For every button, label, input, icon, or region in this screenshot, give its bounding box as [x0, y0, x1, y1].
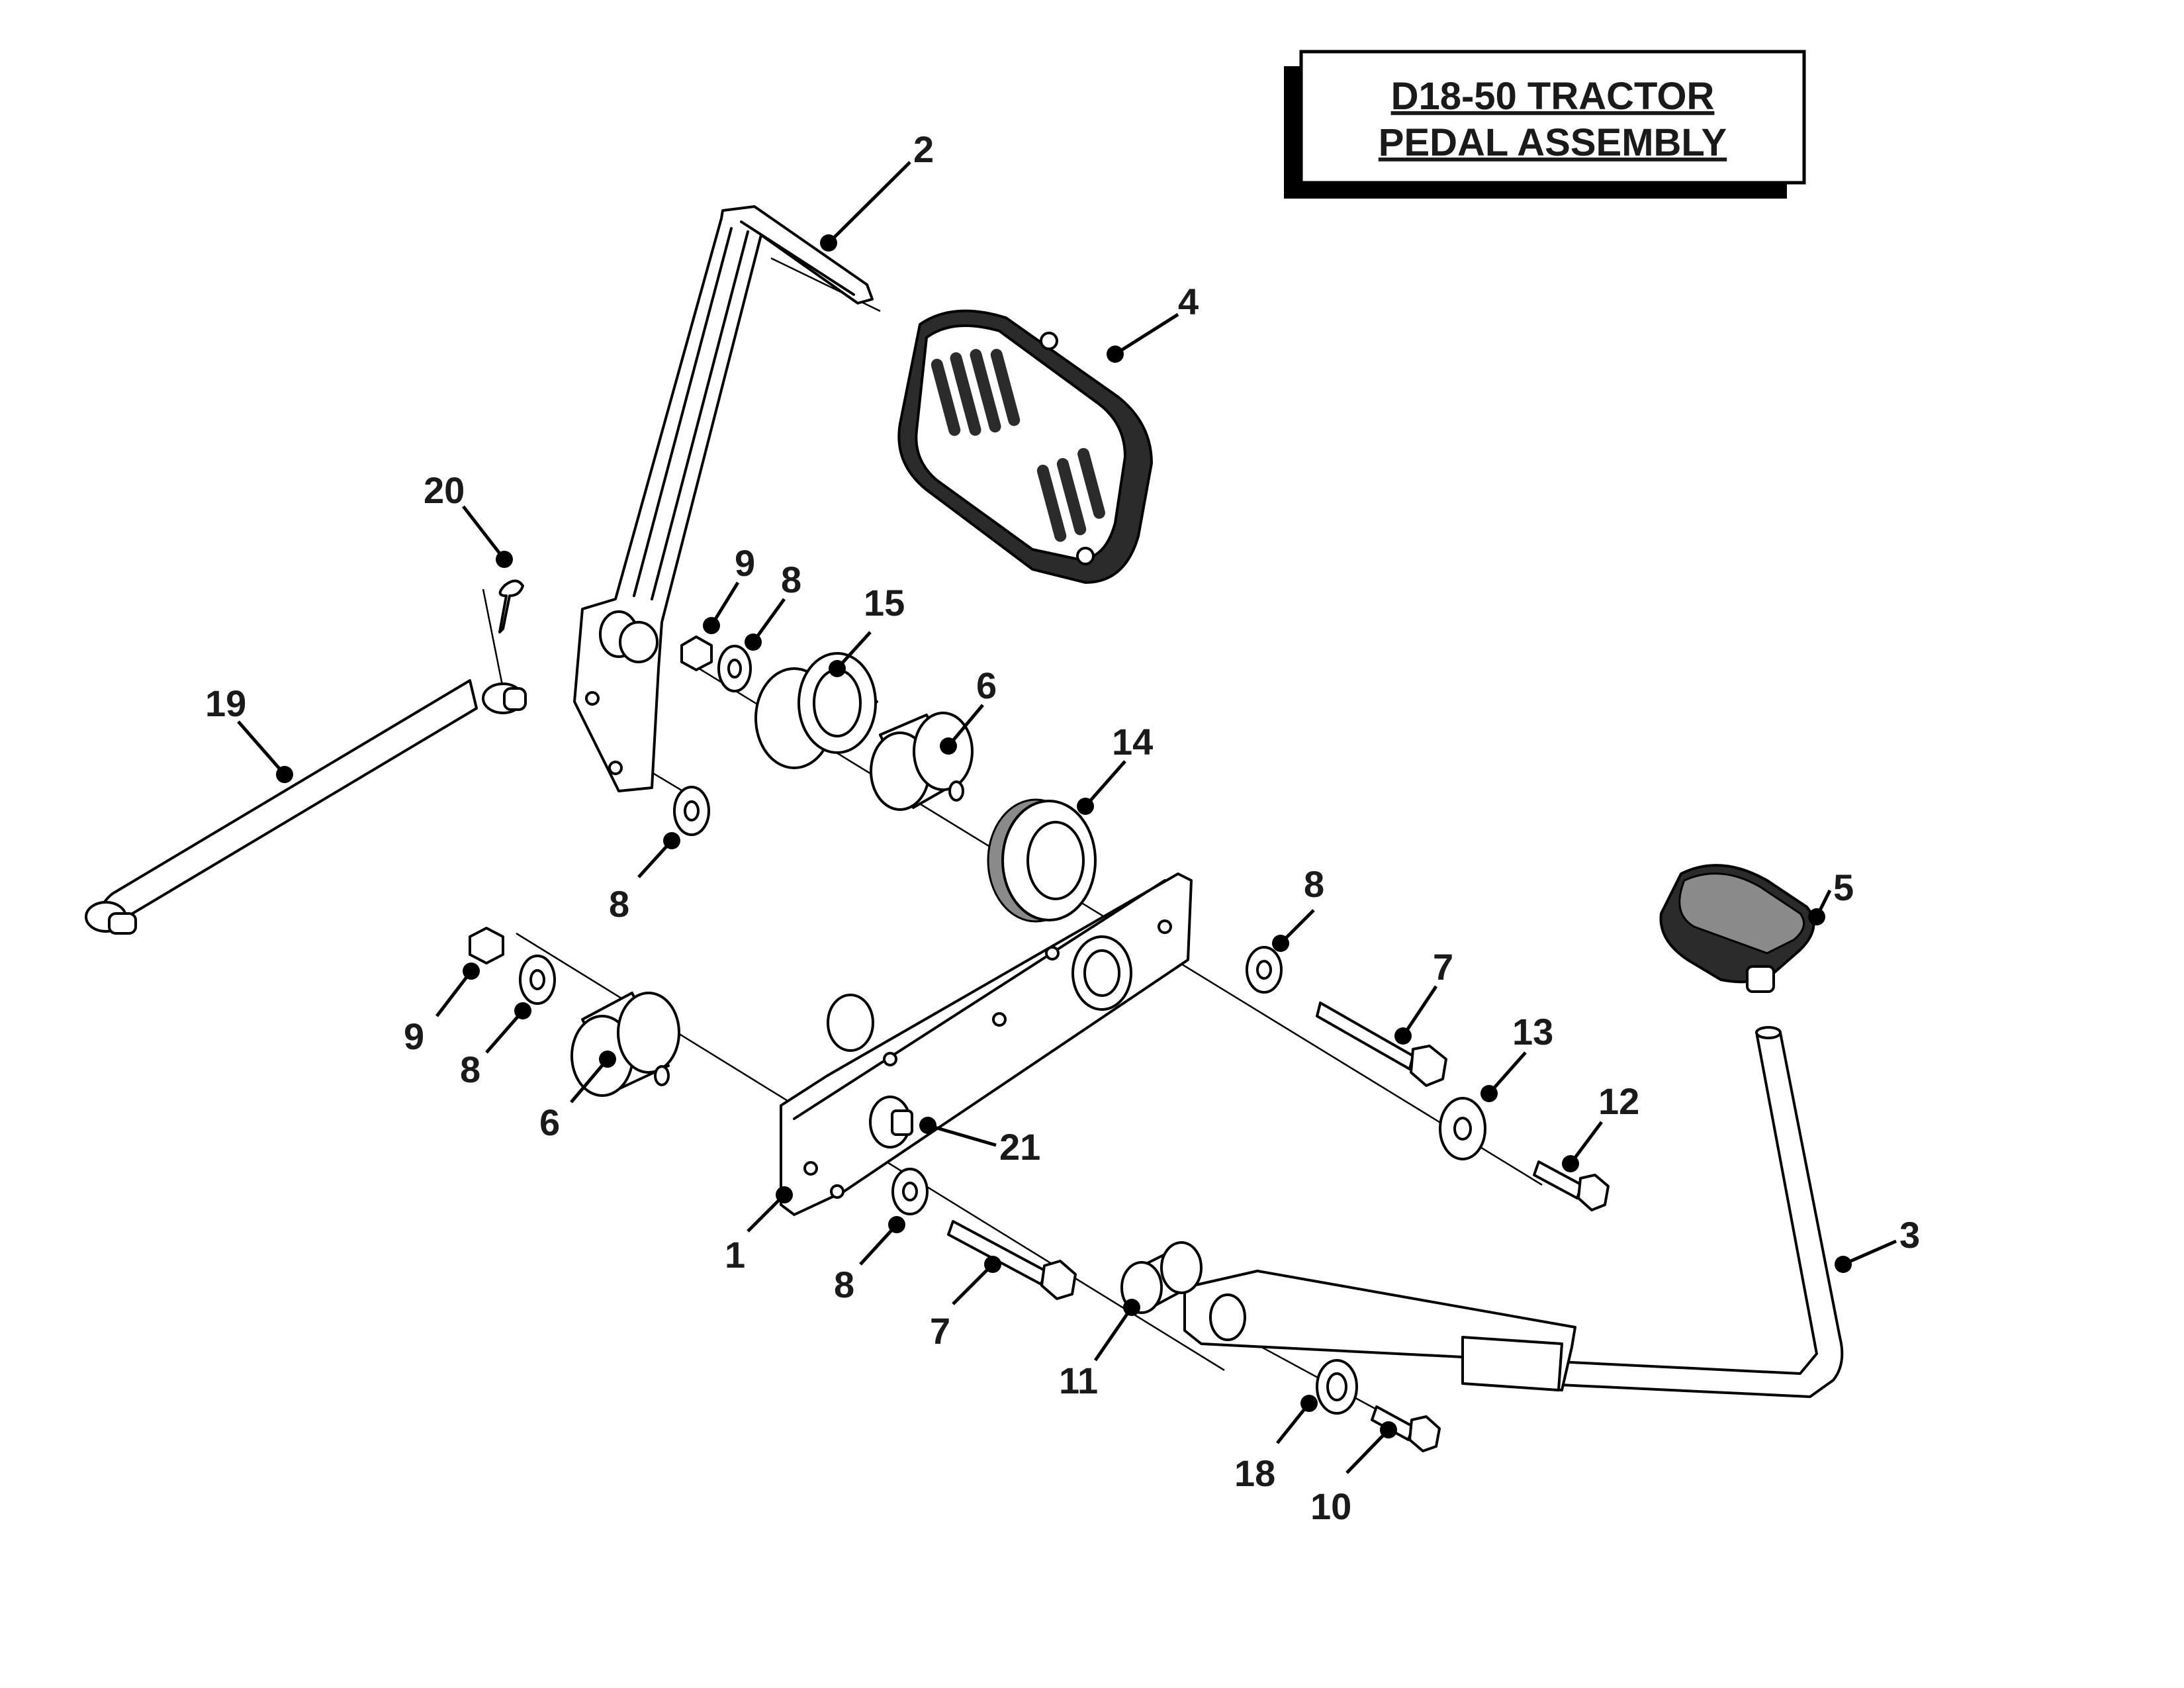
- part-washer-upper: [717, 645, 752, 692]
- part-washer-lower: [519, 955, 556, 1005]
- part-pivot-stud: [869, 1096, 913, 1149]
- part-nut-lower: [469, 927, 504, 964]
- part-bolt-upper: [1316, 1002, 1447, 1087]
- part-linkage-rod: [85, 679, 527, 935]
- part-bolt-lower: [947, 1220, 1077, 1300]
- callout-2: 2: [913, 128, 934, 170]
- callout-21: 21: [999, 1126, 1040, 1168]
- part-bolt-12: [1533, 1160, 1610, 1211]
- title-line-2: PEDAL ASSEMBLY: [1379, 121, 1727, 164]
- callout-19: 19: [205, 682, 246, 724]
- callout-14: 14: [1112, 721, 1153, 763]
- callout-20: 20: [424, 469, 465, 511]
- callout-12: 12: [1598, 1080, 1639, 1122]
- part-washer-13: [1439, 1097, 1486, 1160]
- callout-7: 7: [930, 1310, 950, 1352]
- callout-8: 8: [460, 1049, 480, 1090]
- part-cotter-pin: [498, 579, 524, 633]
- callout-8: 8: [781, 559, 801, 600]
- title-line-1: D18-50 TRACTOR: [1391, 75, 1715, 118]
- callout-18: 18: [1234, 1452, 1275, 1494]
- part-nut-upper: [680, 635, 713, 671]
- callout-8: 8: [609, 883, 629, 925]
- callout-9: 9: [735, 542, 755, 584]
- callout-1: 1: [725, 1234, 745, 1276]
- part-lock-washer: [1316, 1359, 1358, 1415]
- part-washer-left: [673, 786, 710, 836]
- callout-9: 9: [404, 1015, 424, 1057]
- part-pedal-arm: [573, 205, 874, 792]
- part-washer-right: [1246, 946, 1283, 994]
- part-washer-lower-right: [891, 1168, 929, 1215]
- part-clutch-pedal-arm: [1183, 1026, 1844, 1398]
- part-spacer-upper: [870, 712, 974, 811]
- part-clutch-pedal-pad: [1659, 864, 1815, 993]
- callout-7: 7: [1433, 946, 1453, 988]
- callout-15: 15: [864, 582, 905, 624]
- part-flanged-bearing: [987, 798, 1097, 923]
- part-pedal-pad: [897, 309, 1154, 585]
- callout-6: 6: [976, 665, 997, 706]
- callout-6: 6: [539, 1102, 560, 1143]
- callout-8: 8: [1304, 863, 1324, 905]
- callout-leaders: [237, 161, 1897, 1474]
- callout-8: 8: [834, 1264, 854, 1305]
- callout-10: 10: [1310, 1485, 1351, 1527]
- callout-5: 5: [1833, 867, 1854, 908]
- callout-numbers: 2 4 20 9 8 15 6 19 14 8 8 7 5 13 12 9 8 …: [205, 128, 1920, 1527]
- callout-13: 13: [1512, 1011, 1553, 1053]
- title-block: D18-50 TRACTOR PEDAL ASSEMBLY: [1284, 50, 1806, 199]
- callout-4: 4: [1178, 281, 1199, 322]
- part-mounting-bracket: [780, 872, 1193, 1216]
- part-large-bushing: [754, 652, 878, 769]
- callout-3: 3: [1899, 1214, 1920, 1256]
- callout-11: 11: [1059, 1360, 1098, 1401]
